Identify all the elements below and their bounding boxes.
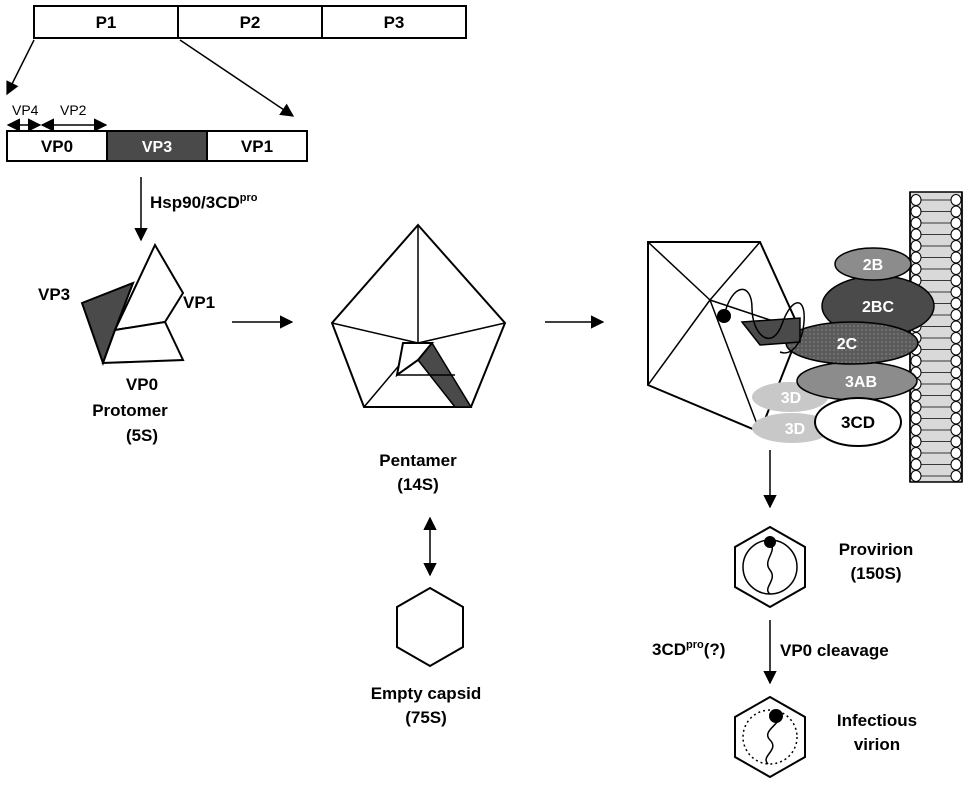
vp4-label: VP4 xyxy=(12,102,39,118)
label-3ab: 3AB xyxy=(845,374,877,391)
processing-label: Hsp90/3CDpro xyxy=(150,192,258,212)
lipid-head xyxy=(910,401,922,413)
lipid-head xyxy=(950,194,962,206)
virion-name-line1: Infectious xyxy=(837,711,917,730)
lipid-head xyxy=(950,412,962,425)
protomer-vp3-label: VP3 xyxy=(38,285,70,304)
bar-vp1: VP1 xyxy=(241,137,273,156)
provirion-shape xyxy=(734,525,806,609)
lipid-head xyxy=(950,378,962,390)
lipid-head xyxy=(950,240,962,252)
protomer-vp0-label: VP0 xyxy=(126,375,158,394)
vp2-label: VP2 xyxy=(60,102,87,118)
protomer-name: Protomer xyxy=(92,401,168,420)
bar-vp3: VP3 xyxy=(142,139,172,156)
protomer-shape xyxy=(80,242,185,366)
protein-3d-lower xyxy=(752,413,832,443)
protein-2b xyxy=(834,247,912,281)
label-2b: 2B xyxy=(863,257,883,274)
lipid-head xyxy=(950,366,962,379)
maturation-enzyme-label: 3CDpro(?) xyxy=(652,639,725,659)
lipid-head xyxy=(910,412,922,425)
lipid-head xyxy=(950,274,962,287)
lipid-head xyxy=(950,458,962,471)
p1-expand-arrow-right xyxy=(179,39,295,117)
lipid-head xyxy=(950,424,962,436)
complex-rna xyxy=(723,288,805,354)
lipid-head xyxy=(950,447,962,459)
lipid-head xyxy=(950,435,962,448)
lipid-head xyxy=(910,228,922,241)
lipid-head xyxy=(910,194,922,206)
protein-3cd xyxy=(814,397,902,447)
empty-capsid-sed: (75S) xyxy=(405,708,447,727)
label-2c: 2C xyxy=(837,336,858,353)
lipid-head xyxy=(950,355,962,367)
lipid-head xyxy=(950,251,962,264)
lipid-head xyxy=(910,263,922,275)
lipid-head xyxy=(910,251,922,264)
lipid-head xyxy=(950,389,962,402)
segment-p3: P3 xyxy=(384,13,405,32)
protomer-sed: (5S) xyxy=(126,426,158,445)
label-2bc: 2BC xyxy=(862,299,894,316)
lipid-head xyxy=(910,240,922,252)
p1-expand-arrow-left xyxy=(6,39,35,96)
complex-pentamer-shape xyxy=(647,241,802,434)
lipid-head xyxy=(910,389,922,402)
complex-vpg-dot xyxy=(717,309,731,323)
segment-p2: P2 xyxy=(240,13,261,32)
lipid-head xyxy=(950,228,962,241)
lipid-head xyxy=(950,205,962,218)
bar-vp0: VP0 xyxy=(41,137,73,156)
label-3cd: 3CD xyxy=(841,413,875,432)
provirion-sed: (150S) xyxy=(850,564,901,583)
lipid-head xyxy=(950,297,962,310)
lipid-head xyxy=(910,447,922,459)
empty-capsid-shape xyxy=(396,586,464,668)
lipid-head xyxy=(910,217,922,229)
virion-name-line2: virion xyxy=(854,735,900,754)
maturation-step-label: VP0 cleavage xyxy=(780,641,889,660)
lipid-head xyxy=(950,470,962,482)
label-3d-upper: 3D xyxy=(781,390,801,407)
empty-capsid-name: Empty capsid xyxy=(371,684,482,703)
lipid-head xyxy=(910,435,922,448)
lipid-head xyxy=(950,401,962,413)
protomer-vp1-label: VP1 xyxy=(183,293,215,312)
pentamer-sed: (14S) xyxy=(397,475,439,494)
pentamer-name: Pentamer xyxy=(379,451,457,470)
lipid-head xyxy=(950,263,962,275)
provirion-name: Provirion xyxy=(839,540,914,559)
lipid-head xyxy=(950,217,962,229)
lipid-head xyxy=(950,332,962,344)
pentamer-shape xyxy=(330,223,507,408)
lipid-head xyxy=(910,470,922,482)
lipid-head xyxy=(950,343,962,356)
capsid-protein-bar: VP0 VP3 VP1 xyxy=(6,130,308,162)
complex-vp3-strip xyxy=(740,317,801,346)
lipid-head xyxy=(910,205,922,218)
segment-p1: P1 xyxy=(96,13,117,32)
polyprotein-bar: P1 P2 P3 xyxy=(33,5,467,39)
membrane xyxy=(909,191,963,483)
lipid-head xyxy=(950,309,962,321)
lipid-head xyxy=(950,320,962,333)
lipid-head xyxy=(910,458,922,471)
lipid-head xyxy=(910,355,922,367)
virion-shape xyxy=(734,695,806,779)
label-3d-lower: 3D xyxy=(785,421,805,438)
lipid-head xyxy=(910,424,922,436)
lipid-head xyxy=(950,286,962,298)
